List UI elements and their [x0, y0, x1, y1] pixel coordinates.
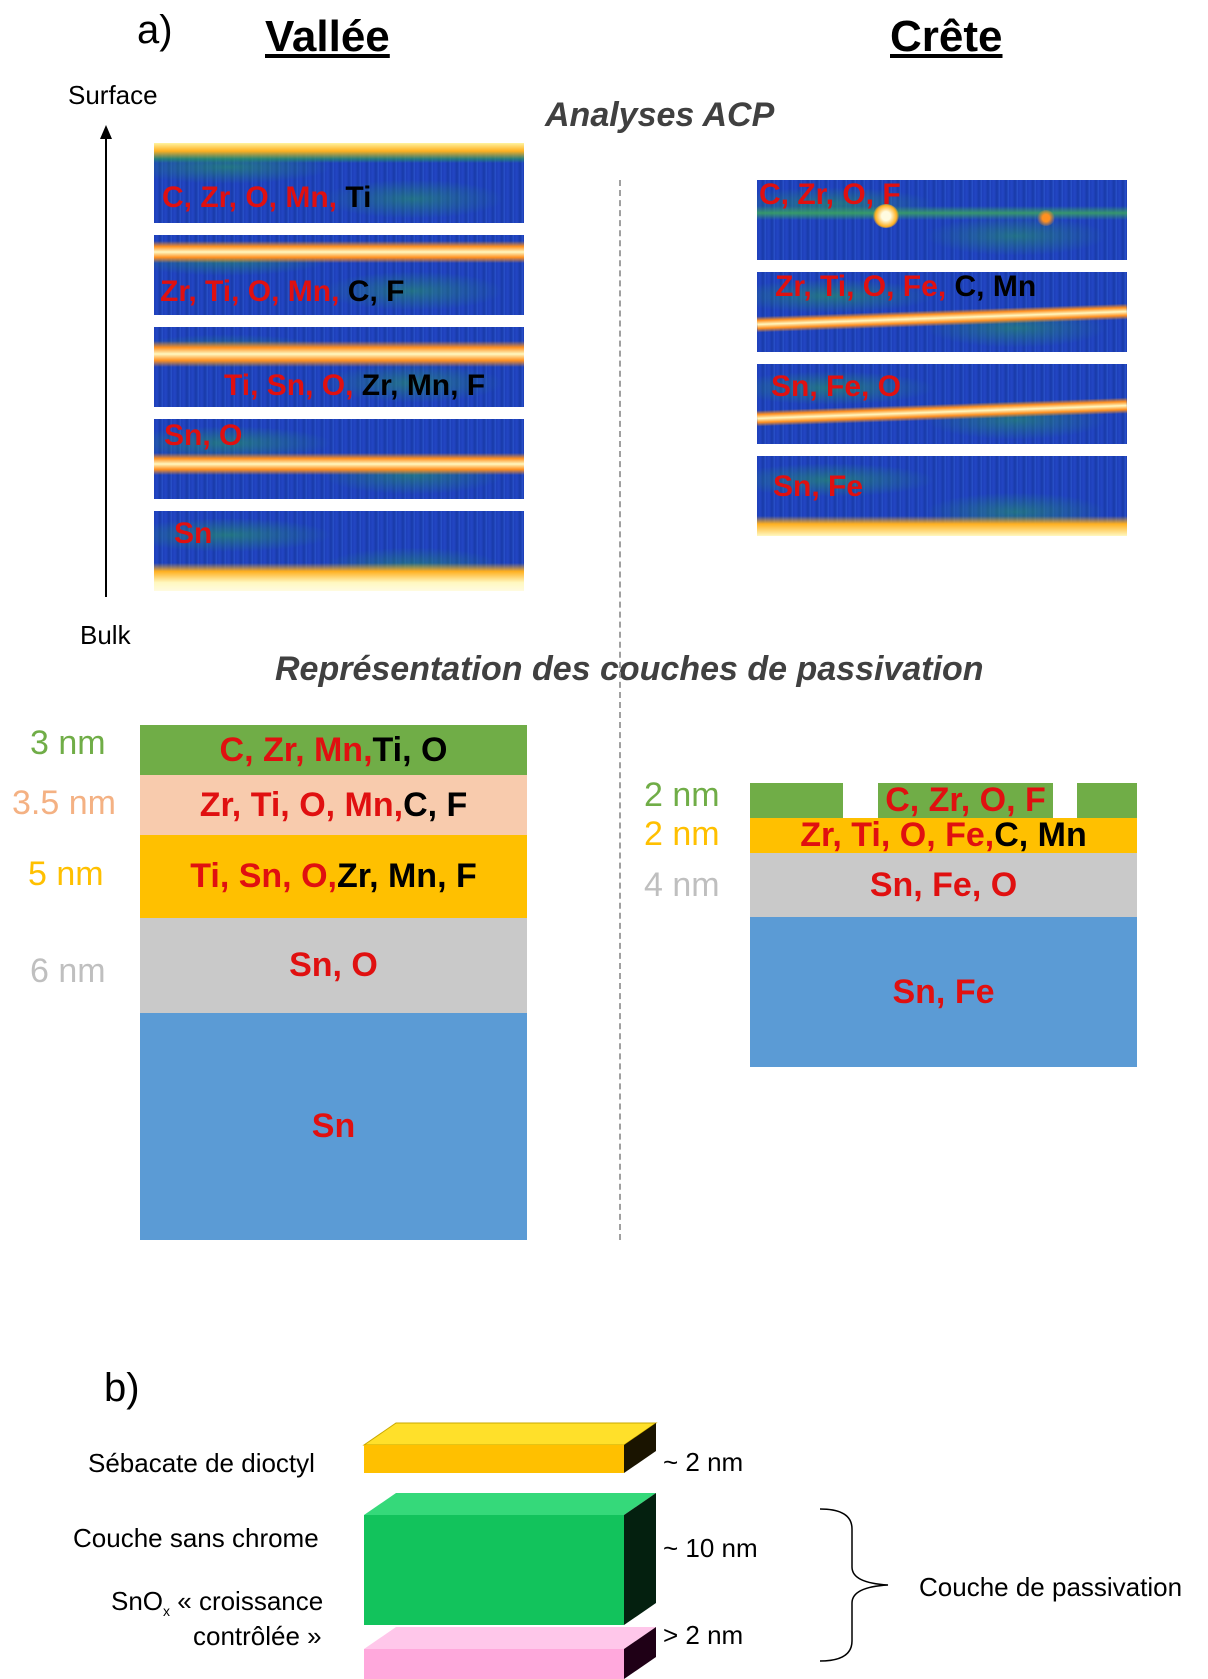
pca-map-vallee-1: C, Zr, O, Mn, Ti [154, 143, 524, 223]
vallee-thickness-4: 6 nm [30, 952, 106, 990]
pca-map-crete-4: Sn, Fe [757, 456, 1127, 536]
column-divider [619, 180, 621, 1240]
pca-map-crete-3: Sn, Fe, O [757, 364, 1127, 444]
vallee-layer-2: Zr, Ti, O, Mn, C, F [140, 775, 527, 835]
vallee-thickness-3: 5 nm [28, 855, 104, 893]
layer-name-snox-line2: contrôlée » [193, 1621, 322, 1651]
crete-top-block-left [750, 783, 843, 818]
section-title-acp: Analyses ACP [545, 96, 775, 134]
vallee-thickness-1: 3 nm [30, 724, 106, 762]
crete-thickness-2: 2 nm [644, 815, 720, 853]
vallee-thickness-2: 3.5 nm [12, 784, 116, 822]
vallee-layer-1: C, Zr, Mn, Ti, O [140, 725, 527, 775]
layer-name-sans-chrome: Couche sans chrome [73, 1523, 319, 1553]
layer-name-snox: SnOx « croissance [111, 1586, 324, 1620]
panel-a-label: a) [137, 8, 173, 52]
depth-arrow [100, 125, 112, 597]
pca-map-vallee-4: Sn, O [154, 419, 524, 499]
thickness-top: ~ 2 nm [663, 1447, 744, 1477]
axis-surface-label: Surface [68, 80, 158, 110]
passivation-label: Couche de passivation [919, 1572, 1183, 1602]
crete-layer-2: Zr, Ti, O, Fe, C, Mn [750, 816, 1137, 854]
layer-name-sebacate: Sébacate de dioctyl [88, 1448, 315, 1478]
pca-map-vallee-5: Sn [154, 511, 524, 591]
pca-map-crete-2: Zr, Ti, O, Fe, C, Mn [757, 272, 1127, 352]
pca-map-vallee-3: Ti, Sn, O, Zr, Mn, F [154, 327, 524, 407]
passivation-brace [819, 1508, 889, 1662]
crete-layer-4: Sn, Fe [750, 917, 1137, 1067]
crete-thickness-1: 2 nm [644, 776, 720, 814]
section-title-representation: Représentation des couches de passivatio… [275, 650, 984, 688]
thickness-bottom: > 2 nm [663, 1620, 744, 1650]
crete-thickness-3: 4 nm [644, 866, 720, 904]
crete-title: Crête [890, 12, 1003, 61]
crete-top-block-center [878, 783, 1053, 818]
crete-top-block-right [1077, 783, 1137, 818]
layer-stack-3d [362, 1422, 658, 1679]
pca-map-vallee-2: Zr, Ti, O, Mn, C, F [154, 235, 524, 315]
crete-layer-3: Sn, Fe, O [750, 853, 1137, 917]
vallee-layer-3: Ti, Sn, O, Zr, Mn, F [140, 835, 527, 918]
crete-layer-1-label: C, Zr, O, F [885, 781, 1046, 819]
axis-bulk-label: Bulk [80, 620, 131, 650]
vallee-title: Vallée [265, 12, 390, 61]
vallee-layer-5: Sn [140, 1013, 527, 1240]
thickness-middle: ~ 10 nm [663, 1533, 758, 1563]
pca-map-crete-1: C, Zr, O, F [757, 180, 1127, 260]
vallee-layer-4: Sn, O [140, 918, 527, 1013]
panel-b-label: b) [104, 1366, 140, 1410]
